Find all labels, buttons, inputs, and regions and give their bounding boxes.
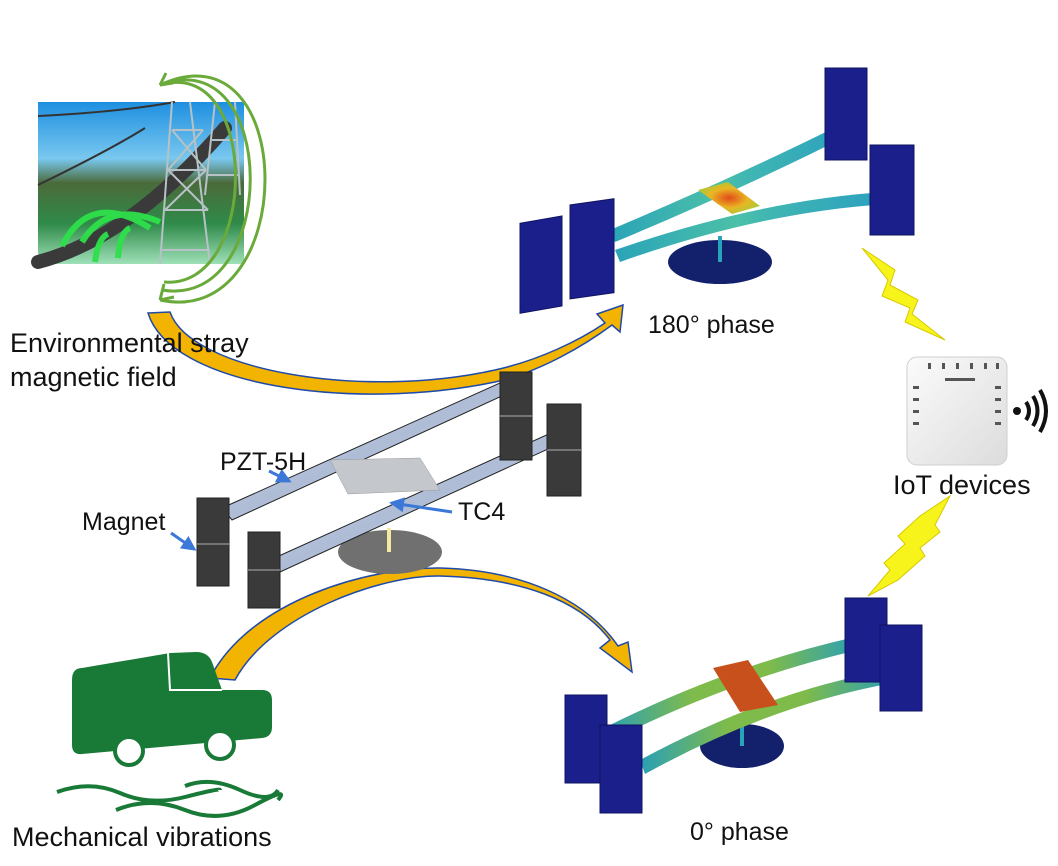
magnetic-field-lines-icon xyxy=(158,72,267,304)
iot-devices-label: IoT devices xyxy=(893,470,1031,500)
mechanical-source-label: Mechanical vibrations xyxy=(12,822,272,852)
power-line-magnetic-field-icon xyxy=(31,101,244,269)
magnetic-source-label-line1: Environmental stray xyxy=(10,328,249,358)
harvester-model xyxy=(196,371,582,609)
vehicle-vibration-icon xyxy=(56,652,284,818)
pzt-label: PZT-5H xyxy=(220,448,307,476)
tc4-label: TC4 xyxy=(458,498,506,526)
wifi-signal-icon xyxy=(1013,389,1048,433)
lightning-bolt-upper xyxy=(861,247,946,341)
iot-sensor-icon xyxy=(906,356,1008,466)
phase-0-label: 0° phase xyxy=(690,818,789,846)
magnetic-source-label-line2: magnetic field xyxy=(10,362,177,392)
flow-arrow-vibration-to-0 xyxy=(208,567,633,681)
lightning-bolt-lower xyxy=(867,494,952,597)
fem-0-phase-model xyxy=(564,597,923,814)
fem-180-phase-model xyxy=(519,67,915,314)
component-callouts xyxy=(170,468,453,551)
phase-180-label: 180° phase xyxy=(648,311,775,339)
magnet-label: Magnet xyxy=(82,508,166,536)
